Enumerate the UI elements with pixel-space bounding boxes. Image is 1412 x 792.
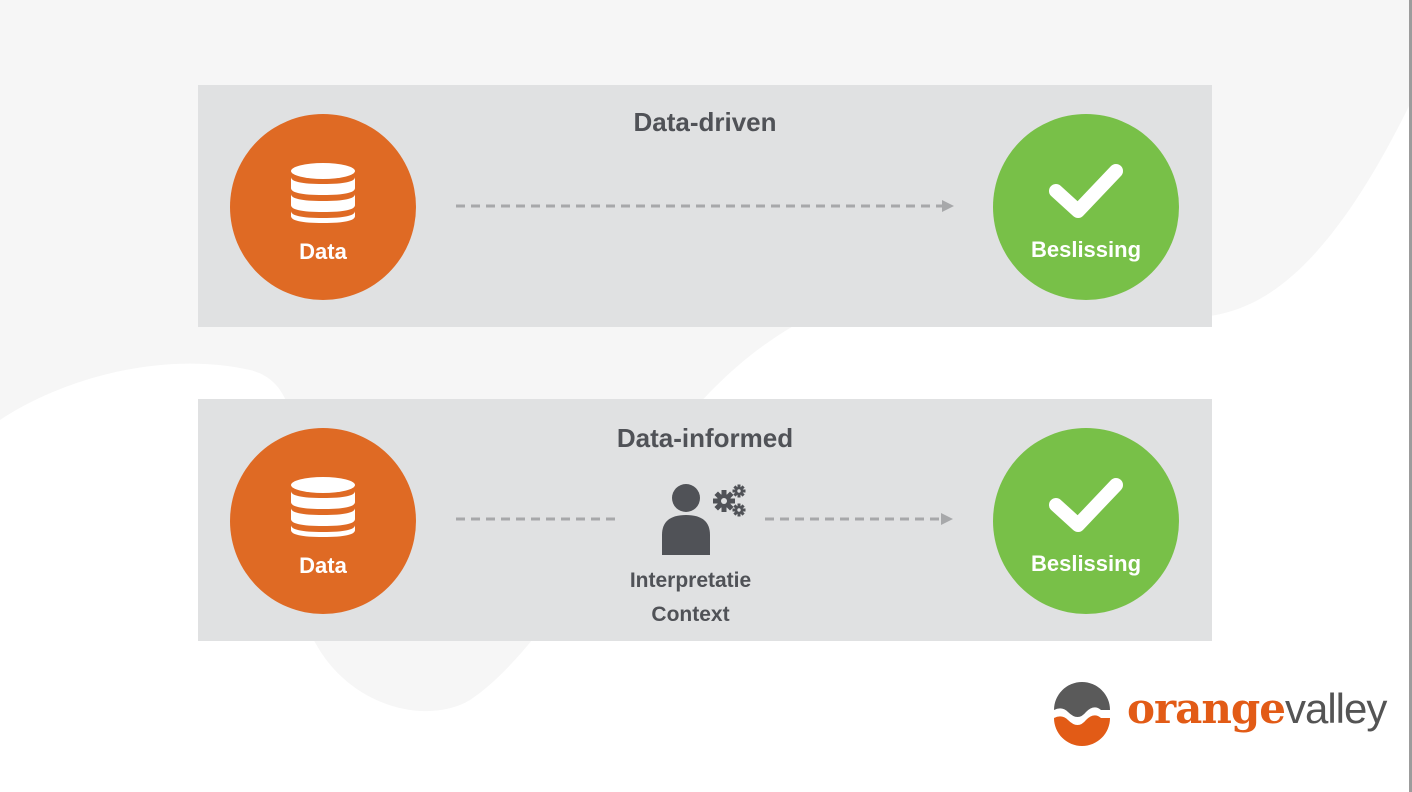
checkmark-icon [1049, 478, 1123, 532]
decision-node: Beslissing [993, 114, 1179, 300]
orangevalley-logo: orangevalley [1050, 682, 1387, 752]
checkmark-icon [1049, 164, 1123, 218]
dashed-arrow [765, 513, 953, 525]
data-driven-panel: Data-driven Data Beslissing [198, 85, 1212, 327]
data-node: Data [230, 114, 416, 300]
interpretation-context-label: Interpretatie Context [578, 564, 803, 632]
context-text: Context [651, 603, 730, 626]
database-icon [291, 163, 355, 223]
interpretation-text: Interpretatie [629, 569, 752, 592]
decision-label: Beslissing [1030, 237, 1142, 262]
right-border [1409, 0, 1412, 792]
orangevalley-logo-mark [1054, 682, 1110, 746]
data-label: Data [299, 553, 347, 578]
data-label: Data [299, 239, 347, 264]
panel-title: Data-informed [616, 423, 794, 453]
user-gears-icon [662, 484, 746, 555]
logo-wordmark: orangevalley [1127, 684, 1387, 733]
decision-node: Beslissing [993, 428, 1179, 614]
data-informed-panel: Data-informed Data [198, 399, 1212, 641]
logo-text-valley: valley [1284, 685, 1387, 732]
database-icon [291, 477, 355, 537]
dashed-arrow [456, 200, 954, 212]
data-node: Data [230, 428, 416, 614]
panel-title: Data-driven [633, 107, 777, 137]
logo-text-orange: orange [1127, 684, 1286, 733]
dashed-line [456, 517, 616, 521]
decision-label: Beslissing [1030, 551, 1142, 576]
